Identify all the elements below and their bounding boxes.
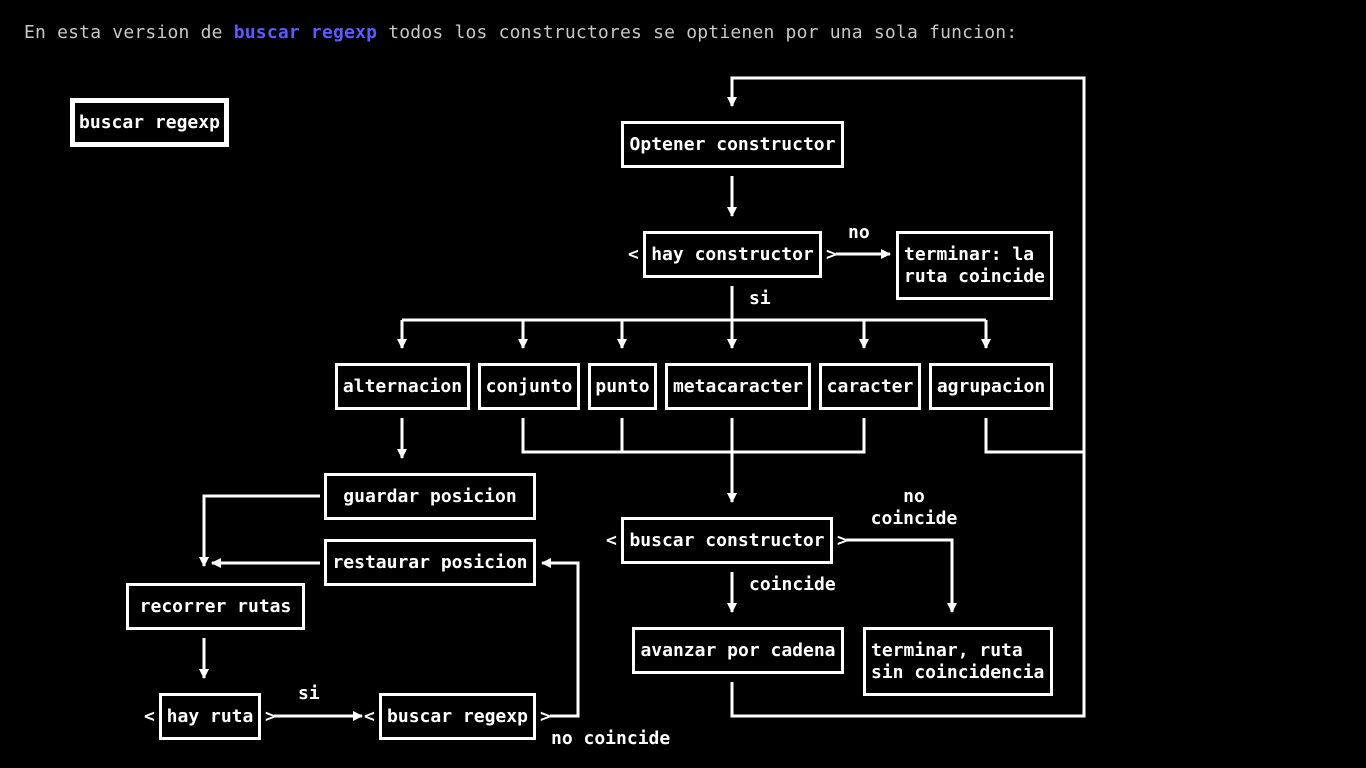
node-label: Optener constructor <box>629 133 836 155</box>
node-hay-constructor: hay constructor <box>643 231 822 278</box>
node-label: terminar, ruta sin coincidencia <box>871 639 1045 683</box>
node-label: agrupacion <box>936 375 1046 397</box>
node-label: recorrer rutas <box>139 595 292 617</box>
node-hay-ruta: hay ruta <box>159 693 261 740</box>
intro-keyword: buscar regexp <box>233 22 378 43</box>
agrupacion-to-loop <box>984 418 1084 454</box>
decision-mark-right: > <box>837 530 848 551</box>
decision-mark-left: < <box>144 706 155 727</box>
node-label: hay constructor <box>651 243 814 265</box>
title-box: buscar regexp <box>70 98 229 147</box>
title-label: buscar regexp <box>79 111 220 133</box>
avanzar-to-loop <box>730 452 1086 718</box>
label-no-coincide-bottom: no coincide <box>551 728 671 749</box>
merge-bus <box>521 418 866 454</box>
node-buscar-constructor: buscar constructor <box>621 517 833 564</box>
node-recorrer-rutas: recorrer rutas <box>126 583 305 630</box>
decision-mark-left: < <box>364 706 375 727</box>
node-label: alternacion <box>342 375 463 397</box>
node-label: buscar constructor <box>629 529 825 551</box>
decision-mark-right: > <box>826 244 837 265</box>
node-optener-constructor: Optener constructor <box>621 121 844 168</box>
node-label: guardar posicion <box>343 485 517 507</box>
node-label: restaurar posicion <box>332 551 528 573</box>
node-buscar-regexp: buscar regexp <box>379 693 536 740</box>
arrow-no-coincide-to-restaurar <box>541 558 580 718</box>
loop-connector <box>730 76 1086 452</box>
label-coincide: coincide <box>749 574 836 595</box>
intro-text: En esta version de buscar regexp todos l… <box>24 22 1017 43</box>
intro-before: En esta version de <box>24 22 234 43</box>
node-label: buscar regexp <box>387 705 528 727</box>
node-conjunto: conjunto <box>478 363 580 410</box>
node-restaurar-posicion: restaurar posicion <box>324 539 536 586</box>
node-terminar-coincide: terminar: la ruta coincide <box>896 231 1053 300</box>
decision-mark-right: > <box>540 706 551 727</box>
node-label: punto <box>595 375 650 397</box>
label-no-coincide: no coincide <box>870 486 958 529</box>
node-guardar-posicion: guardar posicion <box>324 473 536 520</box>
node-label: terminar: la ruta coincide <box>904 243 1045 287</box>
label-si-bottom: si <box>298 683 320 704</box>
node-label: caracter <box>826 375 914 397</box>
arrow-no-coincide <box>846 538 957 613</box>
node-label: conjunto <box>485 375 573 397</box>
node-metacaracter: metacaracter <box>665 363 811 410</box>
node-label: avanzar por cadena <box>640 639 836 661</box>
node-punto: punto <box>588 363 657 410</box>
node-avanzar-por-cadena: avanzar por cadena <box>632 627 844 674</box>
node-caracter: caracter <box>819 363 921 410</box>
node-label: hay ruta <box>166 705 254 727</box>
decision-mark-left: < <box>606 530 617 551</box>
node-label: metacaracter <box>672 375 804 397</box>
label-si-top: si <box>749 288 771 309</box>
decision-mark-left: < <box>628 244 639 265</box>
node-alternacion: alternacion <box>335 363 470 410</box>
decision-mark-right: > <box>265 706 276 727</box>
guardar-to-recorrer <box>202 494 320 546</box>
node-agrupacion: agrupacion <box>929 363 1053 410</box>
label-no: no <box>848 222 870 243</box>
node-terminar-sin-coincidencia: terminar, ruta sin coincidencia <box>863 627 1053 696</box>
intro-after: todos los constructores se optienen por … <box>377 22 1018 43</box>
